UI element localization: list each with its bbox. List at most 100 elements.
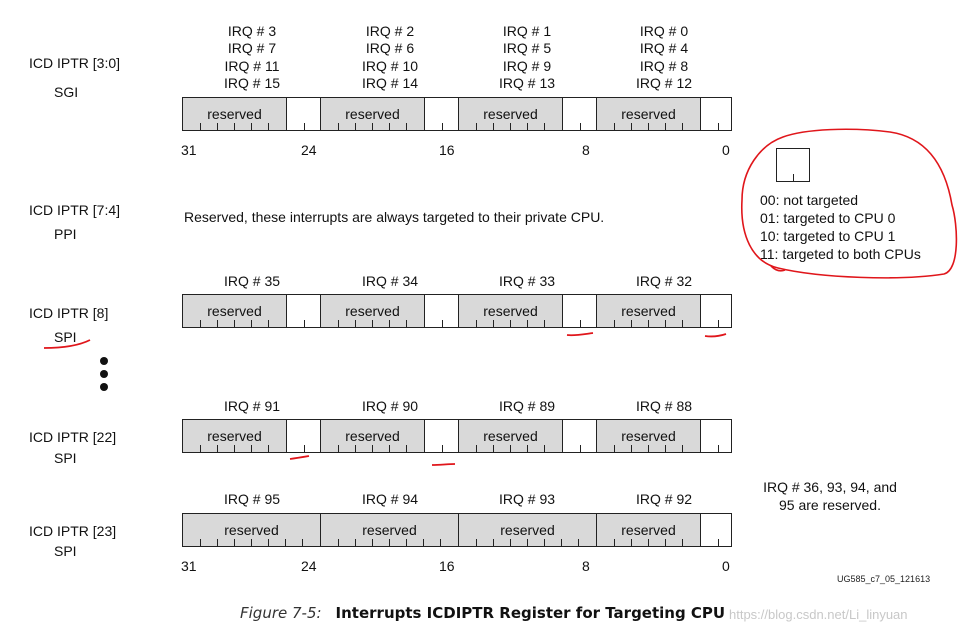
irq-label: IRQ # 4 <box>639 40 689 57</box>
bit-number: 24 <box>301 558 317 574</box>
bit-tick <box>665 320 666 327</box>
bit-tick <box>476 123 477 130</box>
bit-tick <box>406 445 407 452</box>
row-label-spi-register-22: ICD IPTR [22] <box>29 429 117 445</box>
bit-number: 31 <box>181 142 197 158</box>
bit-tick <box>389 445 390 452</box>
reserved-label: reserved <box>207 428 262 444</box>
row-sublabel-sgi: SGI <box>54 84 79 100</box>
bit-number: 16 <box>439 558 455 574</box>
bit-tick <box>200 445 201 452</box>
cpu-target-field <box>701 98 731 130</box>
bit-tick <box>423 539 424 546</box>
bit-tick <box>718 445 719 452</box>
reserved-field: reserved <box>183 98 287 130</box>
cpu-target-field <box>425 420 459 452</box>
cpu-target-field <box>701 420 731 452</box>
bit-tick <box>268 320 269 327</box>
bit-tick <box>355 123 356 130</box>
ellipsis-dot <box>100 370 108 378</box>
bit-tick <box>372 123 373 130</box>
annotation-underline-irq32 <box>704 333 727 338</box>
bit-tick <box>304 123 305 130</box>
row-label-sgi-register: ICD IPTR [3:0] <box>29 55 121 71</box>
reserved-field: reserved <box>321 98 425 130</box>
bit-tick <box>665 539 666 546</box>
reserved-irq-note: IRQ # 36, 93, 94, and 95 are reserved. <box>755 478 905 514</box>
bit-tick <box>648 539 649 546</box>
cpu-target-field <box>287 98 321 130</box>
reserved-field: reserved <box>597 98 701 130</box>
figure-number: Figure 7-5: <box>240 604 322 622</box>
bit-tick <box>631 320 632 327</box>
row-label-spi-register-23: ICD IPTR [23] <box>29 523 117 539</box>
bit-tick <box>355 445 356 452</box>
bit-tick <box>476 539 477 546</box>
reserved-field: reserved <box>183 420 287 452</box>
bit-tick <box>682 320 683 327</box>
bit-number: 8 <box>582 558 590 574</box>
bit-tick <box>682 445 683 452</box>
bit-tick <box>527 445 528 452</box>
irq-label: IRQ # 93 <box>498 491 556 507</box>
irq-label: IRQ # 7 <box>227 40 277 57</box>
cpu-target-field <box>425 295 459 327</box>
bit-tick <box>614 123 615 130</box>
bit-tick <box>217 320 218 327</box>
bit-tick <box>268 123 269 130</box>
irq-label: IRQ # 13 <box>498 74 556 91</box>
bit-number: 0 <box>722 558 730 574</box>
bit-tick <box>304 445 305 452</box>
bit-tick <box>544 445 545 452</box>
irq-group: IRQ # 2 IRQ # 6 IRQ # 10 IRQ # 14 <box>335 23 445 92</box>
row-sublabel-spi: SPI <box>54 329 77 345</box>
bit-tick <box>285 539 286 546</box>
bit-tick <box>389 539 390 546</box>
bit-tick <box>493 320 494 327</box>
bit-tick <box>718 320 719 327</box>
annotation-loop <box>741 128 958 279</box>
bit-tick <box>561 539 562 546</box>
bit-tick <box>580 445 581 452</box>
irq-label: IRQ # 0 <box>639 23 689 39</box>
bit-tick <box>406 123 407 130</box>
bit-tick <box>234 445 235 452</box>
irq-label: IRQ # 5 <box>502 40 552 57</box>
bit-tick <box>510 320 511 327</box>
reserved-label: reserved <box>621 522 676 538</box>
bit-tick <box>338 445 339 452</box>
bit-tick <box>442 123 443 130</box>
reserved-label: reserved <box>483 106 538 122</box>
bit-tick <box>200 320 201 327</box>
bit-tick <box>493 539 494 546</box>
bit-tick <box>372 445 373 452</box>
irq-label: IRQ # 89 <box>498 398 556 414</box>
cpu-target-field <box>563 98 597 130</box>
reserved-label: reserved <box>207 106 262 122</box>
bit-tick <box>442 445 443 452</box>
bit-tick <box>631 539 632 546</box>
irq-label: IRQ # 33 <box>498 273 556 289</box>
annotation-tail <box>770 265 786 272</box>
bit-number: 24 <box>301 142 317 158</box>
reserved-field: reserved <box>183 514 321 546</box>
legend-tick <box>793 174 794 181</box>
bit-number: 8 <box>582 142 590 158</box>
row-sublabel-ppi: PPI <box>54 226 77 242</box>
bit-tick <box>614 539 615 546</box>
legend-item: 10: targeted to CPU 1 <box>760 228 896 244</box>
cpu-target-field <box>287 420 321 452</box>
bit-tick <box>544 539 545 546</box>
bit-tick <box>440 539 441 546</box>
irq-label: IRQ # 90 <box>361 398 419 414</box>
bit-tick <box>718 123 719 130</box>
reserved-field: reserved <box>321 514 459 546</box>
bit-tick <box>527 539 528 546</box>
reserved-field: reserved <box>597 514 701 546</box>
irq-label: IRQ # 32 <box>635 273 693 289</box>
bit-tick <box>614 445 615 452</box>
bit-tick <box>510 123 511 130</box>
bit-tick <box>268 445 269 452</box>
bit-tick <box>217 539 218 546</box>
bit-tick <box>251 539 252 546</box>
